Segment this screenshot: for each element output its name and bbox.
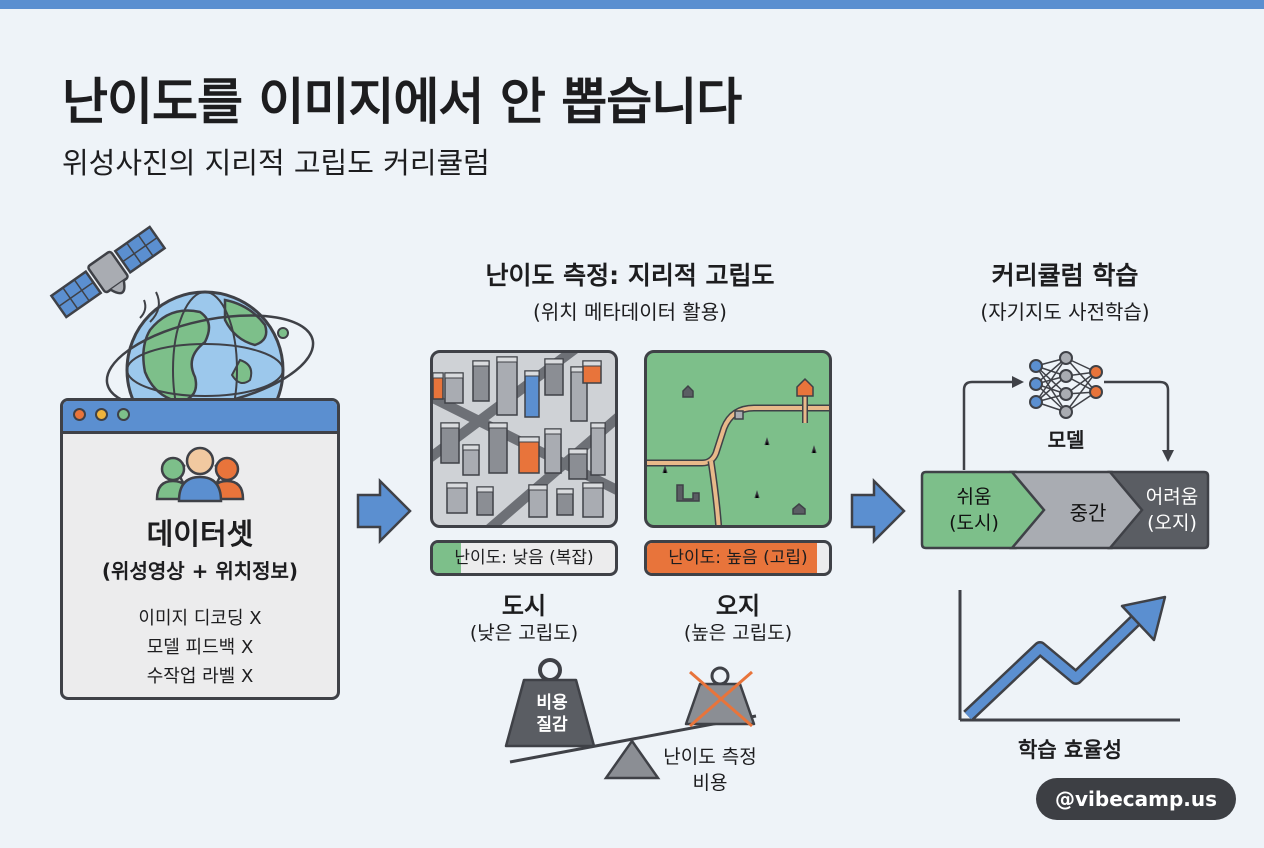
city-building-roof — [582, 482, 604, 489]
scale-caption-line: 비용 — [692, 772, 728, 794]
stage-line: (오지) — [1147, 512, 1197, 534]
stage-line: 어려움 — [1145, 486, 1199, 508]
city-building-roof — [518, 436, 540, 443]
weight-label: 비용 질감 — [520, 692, 584, 736]
rural-name: 오지 — [715, 592, 761, 620]
dataset-item: 이미지 디코딩 X — [138, 608, 262, 629]
network-node — [1029, 359, 1043, 373]
curriculum-subtitle: (자기지도 사전학습) — [980, 300, 1150, 324]
city-building-roof — [582, 360, 602, 367]
city-building-roof — [544, 358, 564, 365]
dataset-window: 데이터셋 (위성영상 + 위치정보) 이미지 디코딩 X 모델 피드백 X 수작… — [60, 398, 340, 700]
city-building-roof — [544, 428, 562, 435]
window-close-dot — [73, 408, 86, 421]
dataset-title: 데이터셋 — [146, 517, 254, 551]
arrow-right-icon — [356, 477, 412, 545]
city-building — [590, 422, 606, 476]
weight-label-line: 질감 — [536, 715, 568, 735]
city-desc: (낮은 고립도) — [469, 622, 579, 644]
city-building-roof — [476, 486, 494, 493]
page-title: 난이도를 이미지에서 안 뽑습니다 — [62, 73, 742, 131]
scale-caption-line: 난이도 측정 — [663, 746, 757, 768]
rural-desc: (높은 고립도) — [683, 622, 793, 644]
rural-landscape-icon — [647, 377, 829, 525]
network-node — [1059, 351, 1073, 365]
network-node — [1029, 377, 1043, 391]
city-building-roof — [524, 370, 540, 377]
curriculum-title: 커리큘럼 학습 — [991, 261, 1139, 290]
network-node — [1059, 405, 1073, 419]
city-building — [440, 422, 460, 464]
city-building — [488, 422, 508, 474]
stage-hard — [1107, 470, 1210, 550]
window-titlebar — [63, 401, 337, 434]
city-difficulty-badge: 난이도: 낮음 (복잡) — [430, 540, 618, 576]
users-icon — [155, 446, 245, 503]
scale-caption: 난이도 측정 비용 — [650, 744, 770, 796]
stage-line: (도시) — [949, 512, 999, 534]
watermark-badge: @vibecamp.us — [1036, 778, 1236, 820]
city-building-roof — [440, 422, 460, 429]
measure-title: 난이도 측정: 지리적 고립도 — [485, 261, 775, 290]
network-node — [1029, 395, 1043, 409]
city-name: 도시 — [501, 592, 547, 620]
city-building-roof — [444, 372, 464, 379]
page-subtitle: 위성사진의 지리적 고립도 커리큘럼 — [62, 146, 490, 180]
efficiency-chart-icon — [958, 590, 1180, 722]
stage-hard-label: 어려움 (오지) — [1132, 484, 1212, 536]
city-building-roof — [496, 356, 518, 363]
stage-medium-label: 중간 — [1069, 501, 1107, 525]
window-maximize-dot — [117, 408, 130, 421]
city-building — [496, 356, 518, 416]
city-building — [472, 360, 490, 402]
city-building-roof — [528, 484, 548, 491]
stage-line: 쉬움 — [956, 486, 992, 508]
dataset-subtitle: (위성영상 + 위치정보) — [101, 559, 299, 583]
model-label: 모델 — [1047, 428, 1085, 452]
city-building-roof — [446, 482, 468, 489]
city-building-roof — [556, 488, 574, 495]
efficiency-label: 학습 효율성 — [1018, 738, 1122, 762]
network-node — [1089, 385, 1103, 399]
city-building-roof — [462, 444, 480, 451]
rural-difficulty-badge: 난이도: 높음 (고립) — [644, 540, 832, 576]
network-node — [1059, 387, 1073, 401]
network-node — [1089, 365, 1103, 379]
city-building-roof — [590, 422, 606, 429]
city-building — [524, 370, 540, 418]
city-building — [544, 428, 562, 474]
balance-scale-icon — [504, 658, 757, 780]
difficulty-fill — [647, 543, 817, 573]
window-minimize-dot — [95, 408, 108, 421]
difficulty-fill — [433, 543, 461, 573]
rural-difficulty-label: 난이도: 높음 (고립) — [668, 548, 808, 568]
city-difficulty-label: 난이도: 낮음 (복잡) — [454, 548, 594, 568]
network-node — [1059, 369, 1073, 383]
city-building-roof — [488, 422, 508, 429]
city-building-roof — [568, 448, 588, 455]
neural-network-icon — [1035, 357, 1097, 413]
city-satellite-tile — [430, 350, 618, 528]
rural-satellite-tile — [644, 350, 832, 528]
satellite-icon — [49, 225, 167, 319]
measure-subtitle: (위치 메타데이터 활용) — [533, 300, 727, 324]
city-building-roof — [472, 360, 490, 367]
city-buildings-icon — [433, 353, 615, 525]
top-accent-bar — [0, 0, 1264, 9]
arrow-right-icon — [850, 477, 906, 545]
stage-easy-label: 쉬움 (도시) — [926, 484, 1022, 536]
dataset-item: 모델 피드백 X — [146, 637, 254, 658]
weight-label-line: 비용 — [536, 693, 568, 713]
city-building-roof — [433, 372, 444, 379]
dataset-item: 수작업 라벨 X — [146, 666, 254, 687]
